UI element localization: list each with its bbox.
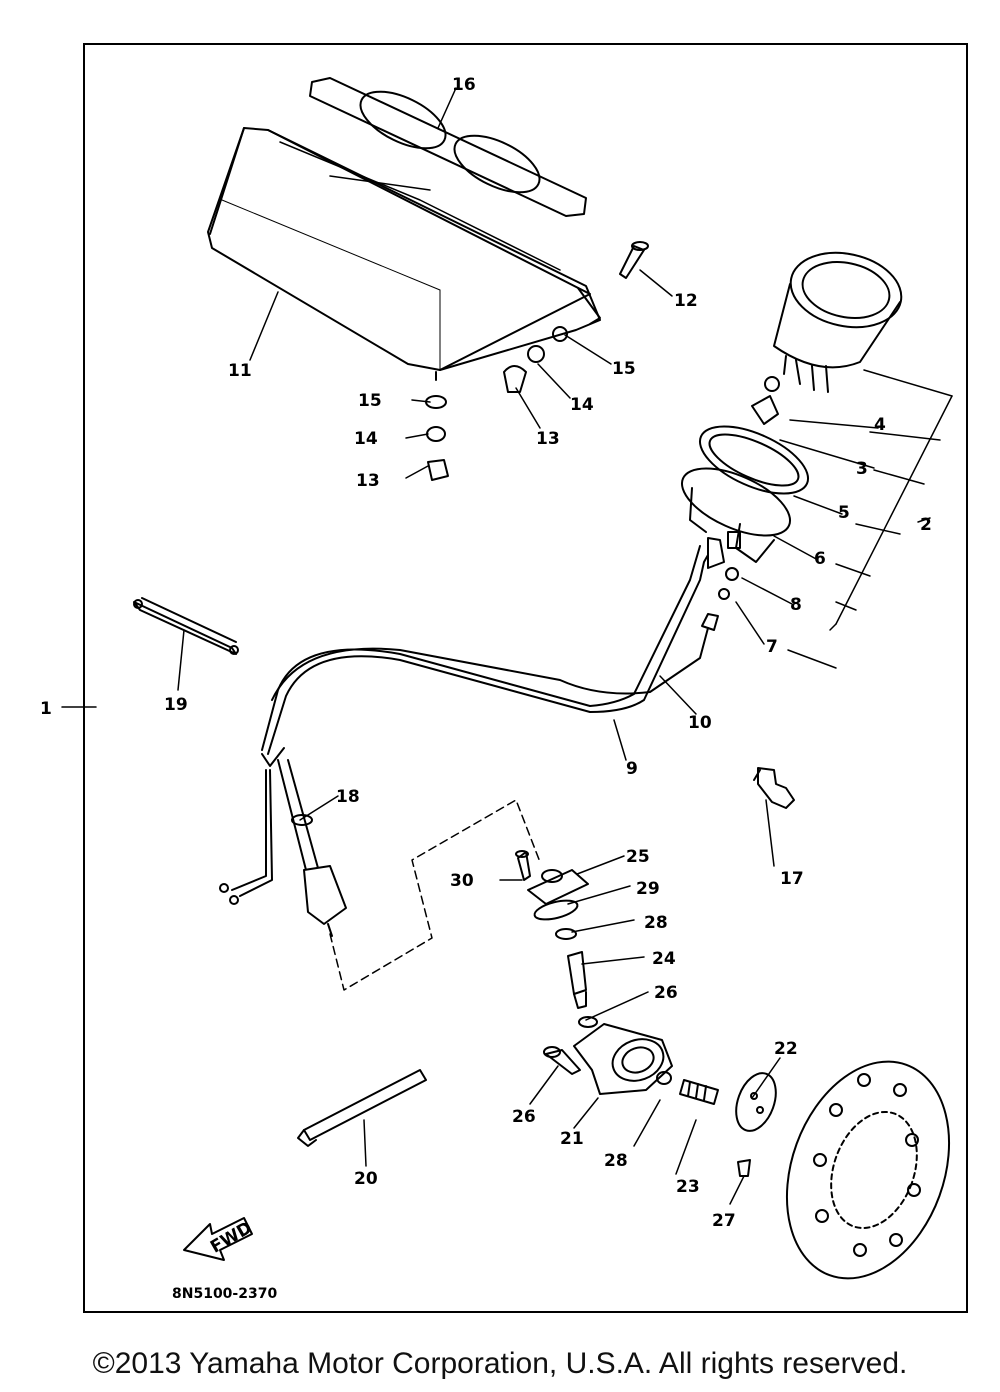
forward-arrow bbox=[183, 1217, 253, 1261]
callout-10: 10 bbox=[688, 713, 712, 733]
callout-numbers: 1 2 3 4 5 6 7 8 9 10 11 12 13 13 14 14 1… bbox=[40, 75, 932, 1231]
diagram-frame bbox=[83, 43, 968, 1313]
callout-9: 9 bbox=[626, 759, 638, 779]
callout-17: 17 bbox=[780, 869, 804, 889]
meter-case bbox=[698, 425, 810, 495]
gear-gasket bbox=[533, 899, 579, 921]
callout-8: 8 bbox=[790, 595, 802, 615]
cable-band-19 bbox=[133, 597, 239, 655]
callout-27: 27 bbox=[712, 1211, 736, 1231]
meter-gasket-plate bbox=[309, 77, 587, 217]
callout-11: 11 bbox=[228, 361, 252, 381]
cable-clamp bbox=[291, 814, 313, 826]
callout-30: 30 bbox=[450, 871, 474, 891]
bolt-26-lower bbox=[543, 1046, 581, 1075]
diagram-code: 8N5100-2370 bbox=[172, 1286, 277, 1302]
callout-13-left: 13 bbox=[356, 471, 380, 491]
leader-lines bbox=[61, 87, 781, 1205]
bracket-bolt bbox=[753, 767, 795, 809]
callout-3: 3 bbox=[856, 459, 868, 479]
meter-assembly-bracket bbox=[735, 369, 953, 669]
callout-16: 16 bbox=[452, 75, 476, 95]
callout-14-left: 14 bbox=[354, 429, 378, 449]
speedometer-meter bbox=[773, 251, 903, 393]
washer-26-upper bbox=[578, 1016, 598, 1028]
callout-20: 20 bbox=[354, 1169, 378, 1189]
washer-15-right bbox=[552, 326, 568, 342]
meter-screw bbox=[619, 241, 649, 279]
cable-band-20 bbox=[297, 1069, 427, 1147]
callout-28-upper: 28 bbox=[644, 913, 668, 933]
callout-26-upper: 26 bbox=[654, 983, 678, 1003]
bolt-27 bbox=[737, 1159, 751, 1177]
callout-7: 7 bbox=[766, 637, 778, 657]
driven-gear bbox=[567, 951, 587, 1009]
meter-washer bbox=[725, 567, 739, 581]
washer-15-left bbox=[425, 395, 447, 409]
meter-nut bbox=[718, 588, 730, 600]
callout-14-right: 14 bbox=[570, 395, 594, 415]
drive-gear bbox=[679, 1079, 719, 1105]
copyright-notice: ©2013 Yamaha Motor Corporation, U.S.A. A… bbox=[92, 1347, 908, 1380]
callout-15-right: 15 bbox=[612, 359, 636, 379]
meter-lead-wire bbox=[219, 613, 719, 905]
parts-diagram: FWD 1 2 3 4 5 6 7 8 9 10 11 12 13 13 14 … bbox=[40, 43, 968, 1313]
meter-holder bbox=[680, 467, 792, 563]
callout-25: 25 bbox=[626, 847, 650, 867]
callout-2: 2 bbox=[920, 515, 932, 535]
gear-unit-assembly bbox=[573, 1023, 673, 1095]
callout-5: 5 bbox=[838, 503, 850, 523]
callout-19: 19 bbox=[164, 695, 188, 715]
callout-28-lower: 28 bbox=[604, 1151, 628, 1171]
callout-13-right: 13 bbox=[536, 429, 560, 449]
cap-nut-13-left bbox=[427, 459, 449, 481]
meter-cover bbox=[207, 127, 601, 371]
gear-housing bbox=[527, 869, 589, 905]
gear-unit-bolt bbox=[515, 850, 531, 881]
callout-26-lower: 26 bbox=[512, 1107, 536, 1127]
bulb-socket bbox=[751, 395, 779, 425]
callout-23: 23 bbox=[676, 1177, 700, 1197]
callout-29: 29 bbox=[636, 879, 660, 899]
callout-6: 6 bbox=[814, 549, 826, 569]
callout-15-left: 15 bbox=[358, 391, 382, 411]
thrust-washer-lower bbox=[656, 1071, 672, 1085]
callout-4: 4 bbox=[874, 415, 886, 435]
connection-line bbox=[329, 799, 541, 991]
gear-clutch bbox=[735, 1072, 777, 1132]
nut-14-right bbox=[527, 345, 545, 363]
speedometer-cable bbox=[261, 537, 725, 937]
nut-14-left bbox=[426, 426, 446, 442]
callout-24: 24 bbox=[652, 949, 676, 969]
thrust-washer-upper bbox=[555, 928, 577, 940]
callout-21: 21 bbox=[560, 1129, 584, 1149]
cap-nut-13-right bbox=[503, 365, 527, 393]
meter-bulb bbox=[764, 376, 780, 392]
wheel-hub bbox=[785, 1060, 951, 1280]
callout-1: 1 bbox=[40, 699, 52, 719]
callout-12: 12 bbox=[674, 291, 698, 311]
callout-18: 18 bbox=[336, 787, 360, 807]
callout-22: 22 bbox=[774, 1039, 798, 1059]
